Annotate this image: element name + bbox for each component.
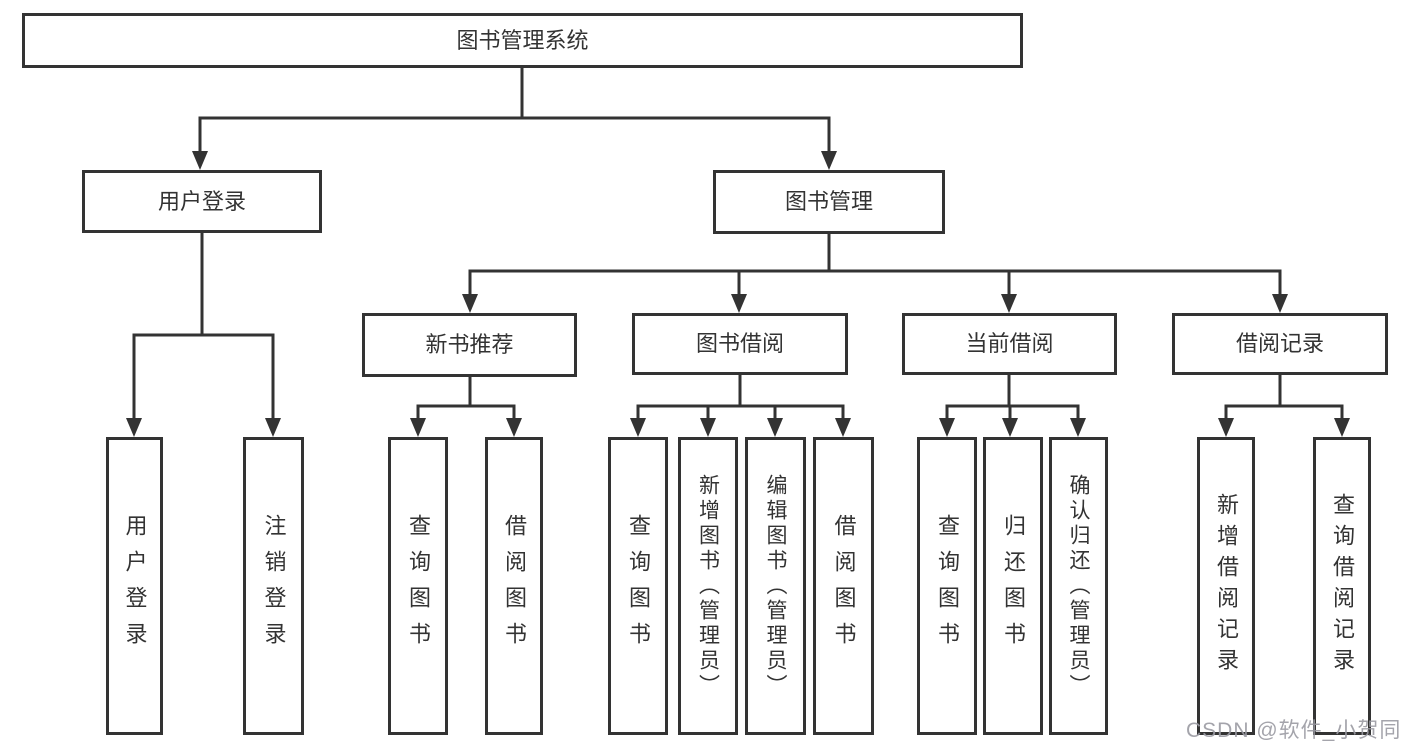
leaf-edit-book-admin: 编辑图书（管理员）: [745, 437, 806, 735]
node-book-management: 图书管理: [713, 170, 945, 234]
leaf-query-borrow-record: 查询借阅记录: [1313, 437, 1371, 735]
node-current-borrow: 当前借阅: [902, 313, 1117, 375]
leaf-add-borrow-record: 新增借阅记录: [1197, 437, 1255, 735]
node-user-login: 用户登录: [82, 170, 322, 233]
leaf-confirm-return-admin: 确认归还（管理员）: [1049, 437, 1108, 735]
leaf-query-book-borrow: 查询图书: [608, 437, 668, 735]
node-book-borrow: 图书借阅: [632, 313, 848, 375]
leaf-borrow-book-recommend: 借阅图书: [485, 437, 543, 735]
csdn-watermark: CSDN @软件_小贺同学: [1186, 719, 1402, 742]
leaf-borrow-book: 借阅图书: [813, 437, 874, 735]
node-root-system: 图书管理系统: [22, 13, 1023, 68]
leaf-user-login: 用户登录: [106, 437, 163, 735]
leaf-query-book-recommend: 查询图书: [388, 437, 448, 735]
leaf-query-book-current: 查询图书: [917, 437, 977, 735]
leaf-logout: 注销登录: [243, 437, 304, 735]
node-new-book-recommend: 新书推荐: [362, 313, 577, 377]
node-borrow-records: 借阅记录: [1172, 313, 1388, 375]
leaf-add-book-admin: 新增图书（管理员）: [678, 437, 738, 735]
leaf-return-book: 归还图书: [983, 437, 1043, 735]
